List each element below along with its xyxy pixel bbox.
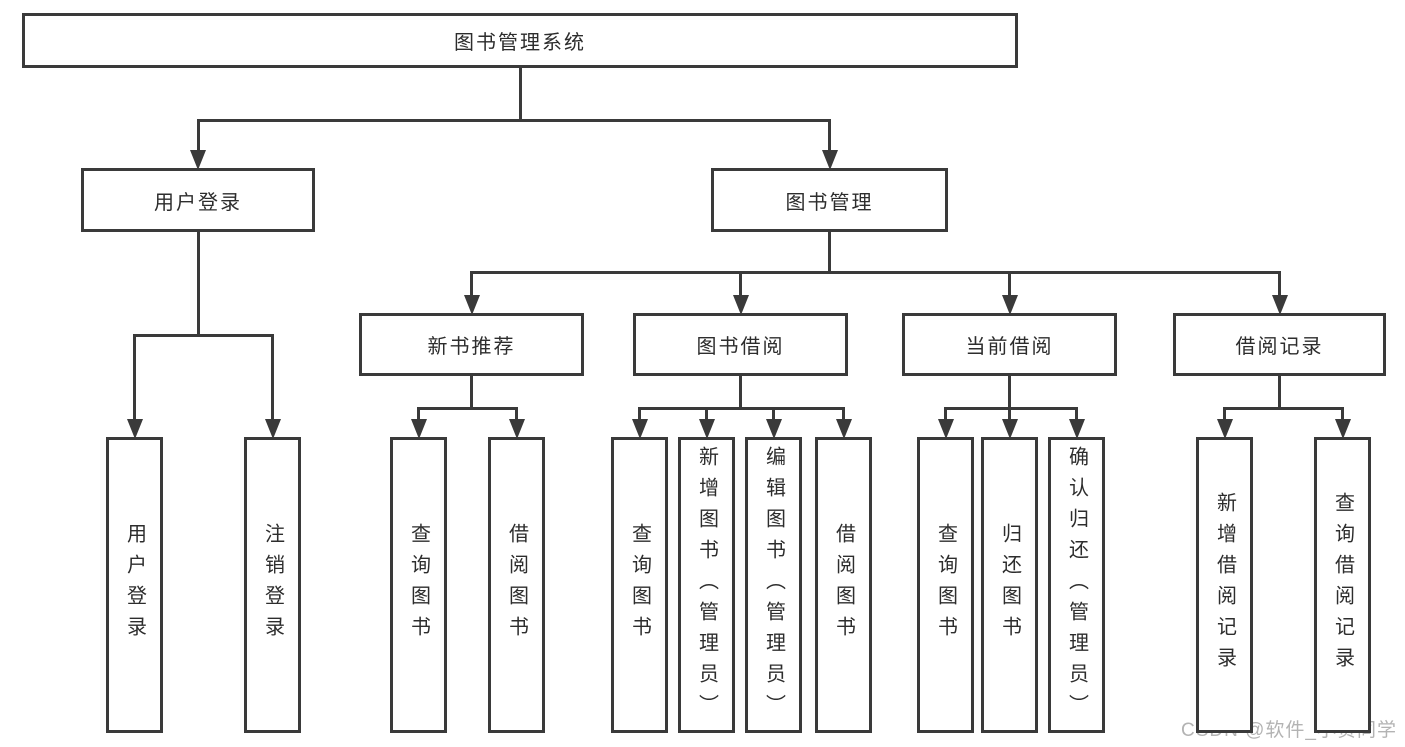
arrow-down-icon bbox=[508, 419, 525, 439]
connector-line bbox=[470, 272, 473, 295]
node-label: 用户登录 bbox=[154, 191, 242, 214]
node-records: 借阅记录 bbox=[1173, 313, 1386, 376]
node-label: 借阅图书 bbox=[505, 523, 528, 647]
node-newbook-query: 查询图书 bbox=[390, 437, 447, 733]
node-current-return: 归还图书 bbox=[981, 437, 1038, 733]
connector-line bbox=[196, 120, 200, 150]
node-label: 新增图书（管理员） bbox=[695, 445, 718, 725]
arrow-down-icon bbox=[821, 150, 838, 170]
node-label: 查询图书 bbox=[628, 523, 651, 647]
node-label: 图书借阅 bbox=[696, 336, 785, 358]
connector-line bbox=[1008, 376, 1011, 410]
arrow-down-icon bbox=[937, 419, 954, 439]
node-label: 当前借阅 bbox=[965, 336, 1054, 358]
node-label: 查询借阅记录 bbox=[1331, 492, 1354, 678]
node-borrow-add: 新增图书（管理员） bbox=[678, 437, 735, 733]
node-label: 确认归还（管理员） bbox=[1065, 445, 1088, 725]
arrow-down-icon bbox=[1216, 419, 1233, 439]
connector-line bbox=[1341, 408, 1344, 419]
connector-line bbox=[739, 376, 742, 410]
node-label: 查询图书 bbox=[934, 523, 957, 647]
node-borrow-query: 查询图书 bbox=[611, 437, 668, 733]
arrow-down-icon bbox=[732, 295, 749, 315]
connector-line bbox=[1008, 408, 1011, 419]
node-label: 新增借阅记录 bbox=[1213, 492, 1236, 678]
connector-line bbox=[705, 408, 708, 419]
connector-line bbox=[1223, 406, 1344, 410]
node-label: 编辑图书（管理员） bbox=[762, 445, 785, 725]
connector-line bbox=[1075, 408, 1078, 419]
node-borrow: 图书借阅 bbox=[633, 313, 848, 376]
node-records-add: 新增借阅记录 bbox=[1196, 437, 1253, 733]
node-login-user: 用户登录 bbox=[106, 437, 163, 733]
node-label: 归还图书 bbox=[998, 523, 1021, 647]
node-current: 当前借阅 bbox=[902, 313, 1117, 376]
node-label: 查询图书 bbox=[407, 523, 430, 647]
arrow-down-icon bbox=[835, 419, 852, 439]
arrow-down-icon bbox=[463, 295, 480, 315]
connector-line bbox=[515, 408, 518, 419]
node-system: 图书管理系统 bbox=[22, 13, 1018, 68]
node-records-query: 查询借阅记录 bbox=[1314, 437, 1371, 733]
connector-line bbox=[638, 406, 845, 410]
node-newbook-borrow: 借阅图书 bbox=[488, 437, 545, 733]
arrow-down-icon bbox=[631, 419, 648, 439]
node-label: 图书管理 bbox=[785, 191, 874, 214]
connector-line bbox=[638, 408, 641, 419]
connector-line bbox=[196, 232, 200, 337]
connector-line bbox=[1278, 272, 1281, 295]
connector-line bbox=[133, 335, 136, 419]
node-newbook: 新书推荐 bbox=[359, 313, 584, 376]
arrow-down-icon bbox=[1068, 419, 1085, 439]
connector-line bbox=[739, 272, 742, 295]
node-borrow-edit: 编辑图书（管理员） bbox=[745, 437, 802, 733]
connector-line bbox=[828, 232, 831, 274]
connector-line bbox=[417, 408, 420, 419]
node-login-logout: 注销登录 bbox=[244, 437, 301, 733]
connector-line bbox=[196, 118, 831, 122]
arrow-down-icon bbox=[190, 150, 206, 170]
arrow-down-icon bbox=[264, 419, 281, 439]
node-current-query: 查询图书 bbox=[917, 437, 974, 733]
node-label: 借阅图书 bbox=[832, 523, 855, 647]
arrow-down-icon bbox=[126, 419, 143, 439]
node-login: 用户登录 bbox=[81, 168, 315, 232]
arrow-down-icon bbox=[1334, 419, 1351, 439]
arrow-down-icon bbox=[410, 419, 427, 439]
connector-line bbox=[133, 333, 274, 337]
connector-line bbox=[842, 408, 845, 419]
connector-line bbox=[470, 376, 473, 410]
node-mgmt: 图书管理 bbox=[711, 168, 948, 232]
connector-line bbox=[470, 270, 1281, 274]
connector-line bbox=[1223, 408, 1226, 419]
connector-line bbox=[772, 408, 775, 419]
node-label: 借阅记录 bbox=[1235, 336, 1324, 358]
arrow-down-icon bbox=[1001, 419, 1018, 439]
connector-line bbox=[828, 120, 831, 150]
connector-line bbox=[944, 408, 947, 419]
connector-line bbox=[271, 335, 274, 419]
connector-line bbox=[944, 406, 1078, 410]
node-borrow-lend: 借阅图书 bbox=[815, 437, 872, 733]
node-label: 图书管理系统 bbox=[454, 32, 586, 54]
connector-line bbox=[518, 68, 522, 122]
node-label: 用户登录 bbox=[123, 523, 146, 647]
node-current-confirm: 确认归还（管理员） bbox=[1048, 437, 1105, 733]
connector-line bbox=[1278, 376, 1281, 410]
arrow-down-icon bbox=[765, 419, 782, 439]
connector-line bbox=[417, 406, 518, 410]
arrow-down-icon bbox=[1001, 295, 1018, 315]
node-label: 新书推荐 bbox=[427, 336, 516, 358]
connector-line bbox=[1008, 272, 1011, 295]
arrow-down-icon bbox=[1271, 295, 1288, 315]
node-label: 注销登录 bbox=[261, 523, 284, 647]
arrow-down-icon bbox=[698, 419, 715, 439]
